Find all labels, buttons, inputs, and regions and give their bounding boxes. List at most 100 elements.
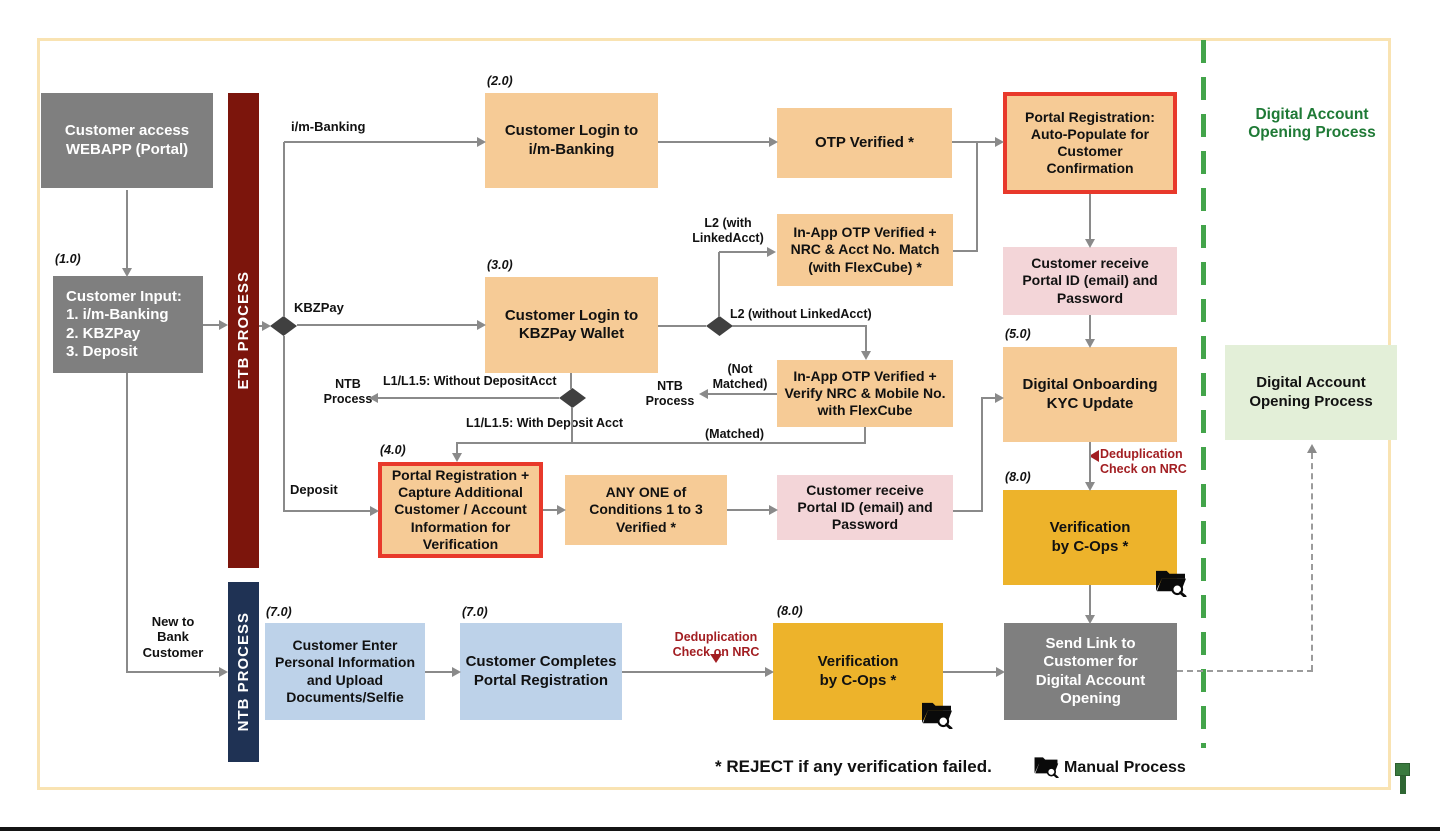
connector xyxy=(953,250,978,252)
node-customer-input: Customer Input: 1. i/m-Banking 2. KBZPay… xyxy=(53,276,203,373)
arrowhead xyxy=(477,137,486,147)
connector xyxy=(864,427,866,443)
connector xyxy=(259,325,263,327)
arrowhead xyxy=(369,393,378,403)
decision-diamond-l1 xyxy=(559,388,586,408)
lane-etb-process: ETB PROCESS xyxy=(228,93,259,568)
arrowhead xyxy=(861,351,871,360)
connector xyxy=(718,252,720,317)
connector xyxy=(953,510,983,512)
connector xyxy=(283,510,371,512)
arrowhead xyxy=(1085,615,1095,624)
edge-label-l1-without: L1/L1.5: Without DepositAcct xyxy=(383,374,557,388)
node-verification-cops-1: Verification by C-Ops * xyxy=(1003,490,1187,597)
connector xyxy=(1089,585,1091,615)
node-any-one-conditions: ANY ONE of Conditions 1 to 3 Verified * xyxy=(565,475,727,545)
dedup-marker-left-triangle xyxy=(1089,450,1099,462)
step-label-7b: (7.0) xyxy=(462,605,488,619)
connector xyxy=(126,373,128,672)
arrowhead xyxy=(219,667,228,677)
step-label-2: (2.0) xyxy=(487,74,513,88)
connector xyxy=(543,509,558,511)
edge-label-l2-with: L2 (with LinkedAcct) xyxy=(692,216,764,245)
arrowhead xyxy=(1307,444,1317,453)
edge-label-l1-with: L1/L1.5: With Deposit Acct xyxy=(466,416,624,430)
arrowhead xyxy=(1085,339,1095,348)
node-digital-onboarding-kyc: Digital Onboarding KYC Update xyxy=(1003,347,1177,442)
connector xyxy=(727,509,770,511)
lane-ntb-process: NTB PROCESS xyxy=(228,582,259,762)
legend-manual-process: Manual Process xyxy=(1064,759,1186,776)
connector xyxy=(203,324,220,326)
connector xyxy=(425,671,453,673)
edge-label-dedup-check-1: Deduplication Check on NRC xyxy=(1100,447,1187,476)
dashed-connector xyxy=(1177,670,1313,672)
edge-label-kbzpay: KBZPay xyxy=(294,300,344,315)
arrowhead xyxy=(769,137,778,147)
arrowhead xyxy=(995,393,1004,403)
step-label-3: (3.0) xyxy=(487,258,513,272)
arrowhead xyxy=(769,505,778,515)
decision-diamond-l2 xyxy=(706,316,733,336)
arrowhead xyxy=(765,667,774,677)
green-marker-head xyxy=(1395,763,1410,776)
phase-divider-dashed-line xyxy=(1201,40,1206,748)
node-receive-portal-id-1: Customer receive Portal ID (email) and P… xyxy=(1003,247,1177,315)
connector xyxy=(283,336,285,511)
bottom-edge-line xyxy=(0,827,1440,831)
arrowhead xyxy=(1085,239,1095,248)
legend-reject-note: * REJECT if any verification failed. xyxy=(715,757,992,776)
verification-cops-1-label: Verification by C-Ops * xyxy=(1049,519,1131,555)
connector xyxy=(284,141,477,143)
arrowhead xyxy=(477,320,486,330)
arrowhead xyxy=(996,667,1005,677)
node-login-im-banking: Customer Login to i/m-Banking xyxy=(485,93,658,188)
arrowhead xyxy=(995,137,1004,147)
arrowhead xyxy=(452,453,462,462)
connector xyxy=(571,407,573,443)
connector xyxy=(658,325,706,327)
connector xyxy=(456,442,458,454)
arrowhead xyxy=(557,505,566,515)
arrowhead xyxy=(122,268,132,277)
green-marker-stem xyxy=(1400,776,1406,794)
connector xyxy=(952,141,996,143)
node-verification-cops-2: Verification by C-Ops * xyxy=(773,623,953,729)
node-completes-registration: Customer Completes Portal Registration xyxy=(460,623,622,720)
edge-label-not-matched: (Not Matched) xyxy=(712,362,768,391)
edge-label-deposit: Deposit xyxy=(290,482,338,497)
arrowhead xyxy=(767,247,776,257)
connector xyxy=(865,326,867,352)
edge-label-ntb-process-left: NTB Process xyxy=(323,377,373,406)
node-portal-registration-capture: Portal Registration + Capture Additional… xyxy=(378,462,543,558)
node-otp-verified: OTP Verified * xyxy=(777,108,952,178)
node-digital-account-opening: Digital Account Opening Process xyxy=(1225,345,1397,440)
arrowhead xyxy=(262,321,271,331)
connector xyxy=(570,373,572,389)
connector xyxy=(126,190,128,268)
step-label-8a: (8.0) xyxy=(1005,470,1031,484)
dashed-connector xyxy=(1311,453,1313,671)
node-send-link: Send Link to Customer for Digital Accoun… xyxy=(1004,623,1177,720)
connector xyxy=(981,398,983,512)
connector xyxy=(981,397,996,399)
node-enter-personal-info: Customer Enter Personal Information and … xyxy=(265,623,425,720)
node-portal-registration-auto-populate: Portal Registration: Auto-Populate for C… xyxy=(1003,92,1177,194)
decision-diamond-channel xyxy=(270,316,297,336)
digital-account-opening-title: Digital Account Opening Process xyxy=(1248,106,1376,142)
connector xyxy=(658,141,769,143)
step-label-8b: (8.0) xyxy=(777,604,803,618)
node-login-kbzpay: Customer Login to KBZPay Wallet xyxy=(485,277,658,373)
connector xyxy=(732,325,867,327)
manual-process-icon xyxy=(922,702,953,729)
connector xyxy=(456,442,866,444)
arrowhead xyxy=(1085,482,1095,491)
node-customer-access-webapp: Customer access WEBAPP (Portal) xyxy=(41,93,213,188)
verification-cops-2-label: Verification by C-Ops * xyxy=(817,653,899,689)
arrowhead xyxy=(219,320,228,330)
edge-label-matched: (Matched) xyxy=(705,427,765,441)
connector xyxy=(943,671,997,673)
arrowhead xyxy=(452,667,461,677)
dedup-marker-down-triangle xyxy=(710,654,722,663)
